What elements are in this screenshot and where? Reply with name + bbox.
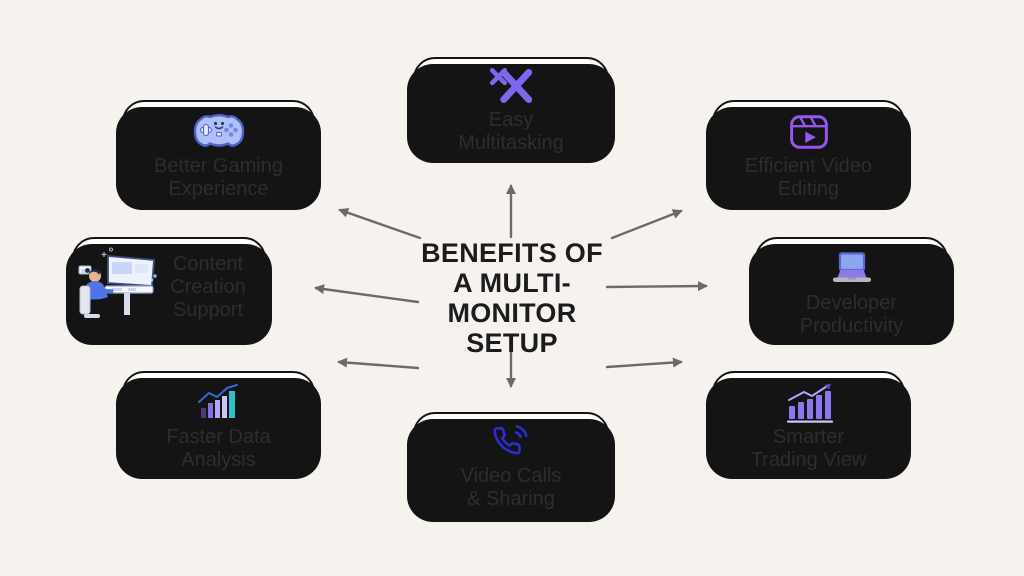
phone-call-icon bbox=[490, 419, 532, 465]
card-content-creation-support: Content Creation Support bbox=[66, 237, 272, 345]
card-label-easy-multitasking: Easy Multitasking bbox=[458, 109, 564, 154]
arrow-up-right bbox=[610, 209, 683, 240]
card-label-better-gaming-experience: Better Gaming Experience bbox=[154, 155, 283, 200]
card-label-faster-data-analysis: Faster Data Analysis bbox=[166, 426, 271, 471]
card-better-gaming-experience: Better Gaming Experience bbox=[116, 100, 321, 210]
card-efficient-video-editing: Efficient Video Editing bbox=[706, 100, 911, 210]
card-faster-data-analysis: Faster Data Analysis bbox=[116, 371, 321, 479]
bar-chart-growth-icon bbox=[196, 380, 242, 426]
card-label-smarter-trading-view: Smarter Trading View bbox=[750, 426, 867, 471]
arrow-right bbox=[605, 281, 709, 292]
card-label-developer-productivity: Developer Productivity bbox=[799, 292, 904, 337]
card-label-efficient-video-editing: Efficient Video Editing bbox=[744, 155, 873, 200]
card-label-content-creation-support: Content Creation Support bbox=[170, 253, 246, 321]
arrow-left bbox=[314, 284, 420, 304]
multitask-arrows-icon bbox=[487, 63, 535, 109]
card-easy-multitasking: Easy Multitasking bbox=[407, 57, 615, 163]
arrow-up-left bbox=[338, 207, 422, 240]
gamepad-icon bbox=[191, 109, 247, 155]
arrow-down-left bbox=[336, 357, 420, 370]
creator-workstation-illustration bbox=[78, 246, 158, 330]
video-reel-icon bbox=[789, 109, 829, 155]
laptop-icon bbox=[828, 246, 876, 292]
card-developer-productivity: Developer Productivity bbox=[749, 237, 954, 345]
card-label-video-calls-sharing: Video Calls & Sharing bbox=[460, 465, 562, 510]
arrow-down-right bbox=[605, 357, 684, 369]
card-video-calls-sharing: Video Calls & Sharing bbox=[407, 412, 615, 522]
trading-chart-icon bbox=[782, 380, 836, 426]
page-title: BENEFITS OF A MULTI- MONITOR SETUP bbox=[421, 238, 603, 358]
card-smarter-trading-view: Smarter Trading View bbox=[706, 371, 911, 479]
